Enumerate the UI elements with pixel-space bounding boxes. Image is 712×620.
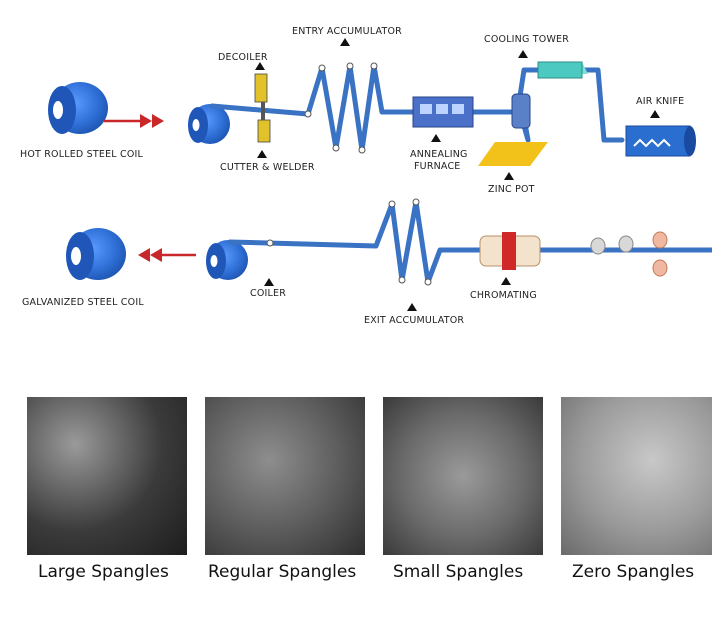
exit-accumulator-rollers [266, 198, 432, 286]
cooling-tower-icon [537, 61, 588, 79]
swatch-regular-spangles [205, 397, 365, 555]
caption-zero-spangles: Zero Spangles [572, 562, 695, 582]
pointer-annealing-icon [431, 134, 441, 142]
galvanizing-process-diagram: HOT ROLLED STEEL COIL DECOILER CUTTER & … [20, 26, 712, 326]
label-cutter-welder: CUTTER & WELDER [220, 162, 315, 173]
decoiler-cutter-device [254, 73, 271, 143]
annealing-furnace-icon [412, 96, 474, 128]
label-coiler: COILER [250, 288, 286, 299]
pointer-exit-accumulator-icon [407, 303, 417, 311]
label-air-knife: AIR KNIFE [636, 96, 684, 107]
pointer-entry-accumulator-icon [340, 38, 350, 46]
arrow-left-icon [138, 248, 196, 262]
pointer-cutter-icon [257, 150, 267, 158]
swatch-zero-spangles [561, 397, 712, 555]
label-entry-accumulator: ENTRY ACCUMULATOR [292, 26, 402, 37]
pointer-decoiler-icon [255, 62, 265, 70]
label-cooling-tower: COOLING TOWER [484, 34, 569, 45]
label-exit-accumulator: EXIT ACCUMULATOR [364, 315, 464, 326]
hot-rolled-coil-icon [48, 82, 108, 134]
swatch-small-spangles [383, 397, 543, 555]
swatch-large-spangles [27, 397, 187, 555]
arrow-right-icon [104, 114, 164, 128]
zinc-pot-icon [478, 93, 548, 166]
label-galvanized-coil: GALVANIZED STEEL COIL [22, 297, 144, 308]
pointer-coiler-icon [264, 278, 274, 286]
galvanized-coil-icon [66, 228, 126, 280]
label-decoiler: DECOILER [218, 52, 268, 63]
entry-accumulator-rollers [304, 62, 378, 154]
label-hot-rolled-coil: HOT ROLLED STEEL COIL [20, 149, 144, 160]
caption-small-spangles: Small Spangles [393, 562, 524, 582]
label-annealing-line1: ANNEALING [410, 149, 468, 160]
pointer-air-knife-icon [650, 110, 660, 118]
air-knife-icon [625, 125, 696, 157]
pointer-zinc-pot-icon [504, 172, 514, 180]
bottom-strip-path [227, 199, 712, 285]
chromating-unit-icon [479, 232, 541, 270]
finishing-rollers-icon [590, 231, 668, 277]
label-zinc-pot: ZINC POT [488, 184, 535, 195]
label-chromating: CHROMATING [470, 290, 537, 301]
label-annealing-line2: FURNACE [414, 161, 461, 172]
caption-regular-spangles: Regular Spangles [208, 562, 357, 582]
pointer-chromating-icon [501, 277, 511, 285]
pointer-cooling-tower-icon [518, 50, 528, 58]
decoiler-coil-icon [188, 104, 230, 144]
caption-large-spangles: Large Spangles [38, 562, 169, 582]
coiler-coil-icon [206, 240, 248, 280]
